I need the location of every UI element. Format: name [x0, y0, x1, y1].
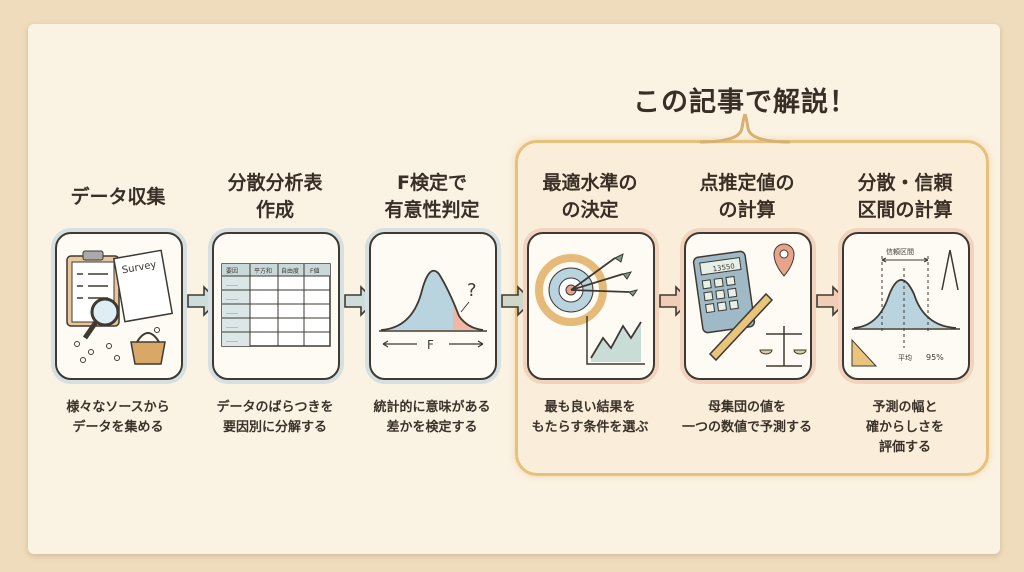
anova-table-icon: 要因 平方和 自由度 F値 …… …… …… …… …… [212, 232, 340, 380]
headline: この記事で解説！ [633, 87, 857, 118]
step-title: 点推定値の [699, 172, 795, 194]
table-header: 平方和 [254, 267, 272, 275]
target-icon [527, 232, 655, 380]
step-title: 最適水準の [542, 172, 638, 194]
svg-text:……: …… [226, 281, 238, 288]
step-desc-line: データを集める [72, 420, 164, 435]
step-desc-line: データのばらつきを [216, 400, 334, 415]
step-desc-line: 予測の幅と [872, 400, 938, 415]
step-desc-line: 差かを検定する [386, 420, 478, 435]
step-desc-line: 要因別に分解する [222, 420, 327, 435]
interval-label: 信頼区間 [886, 247, 914, 256]
svg-text:……: …… [226, 295, 238, 302]
arrow-right-icon [501, 285, 534, 317]
calculator-icon: 13550 [684, 232, 812, 380]
f-axis-label: F [427, 338, 434, 352]
arrow-right-icon [659, 285, 692, 317]
confidence-interval-icon: 信頼区間 平均 95% [842, 232, 970, 380]
step-desc-line: 確からしさを [865, 420, 944, 435]
arrow-right-icon [816, 285, 849, 317]
svg-text:……: …… [226, 309, 238, 316]
table-header: 要因 [226, 268, 238, 275]
svg-text:……: …… [226, 323, 238, 330]
step-title: F検定で [397, 172, 467, 194]
step-desc-line: 評価する [878, 440, 931, 455]
svg-text:……: …… [226, 337, 238, 344]
step-desc-line: 様々なソースから [66, 400, 170, 415]
step-title: データ収集 [70, 186, 166, 208]
step-title: 作成 [255, 199, 294, 221]
brace-icon [700, 114, 790, 144]
step-desc-line: 一つの数値で予測する [681, 420, 812, 435]
calculator-display: 13550 [712, 262, 735, 273]
step-title: の計算 [718, 199, 776, 221]
arrow-right-icon [344, 285, 377, 317]
question-mark: ? [467, 280, 477, 301]
step-title: 分散・信頼 [857, 172, 953, 194]
step-desc-line: 母集団の値を [707, 400, 786, 415]
arrow-right-icon [187, 285, 220, 317]
table-header: F値 [310, 267, 319, 275]
percent-label: 95% [926, 353, 944, 362]
paper-background [28, 24, 1000, 554]
step-desc-line: 最も良い結果を [544, 400, 636, 415]
mean-label: 平均 [898, 353, 912, 362]
step-desc-line: 統計的に意味がある [373, 400, 491, 415]
data-collection-icon: Survey [55, 232, 183, 380]
step-title: 有意性判定 [384, 199, 480, 221]
step-title: の決定 [561, 199, 619, 221]
table-header: 自由度 [281, 267, 299, 275]
step-desc-line: もたらす条件を選ぶ [531, 420, 649, 435]
f-distribution-icon: F ? [369, 232, 497, 380]
step-title: 分散分析表 [227, 172, 323, 194]
step-title: 区間の計算 [857, 199, 953, 221]
